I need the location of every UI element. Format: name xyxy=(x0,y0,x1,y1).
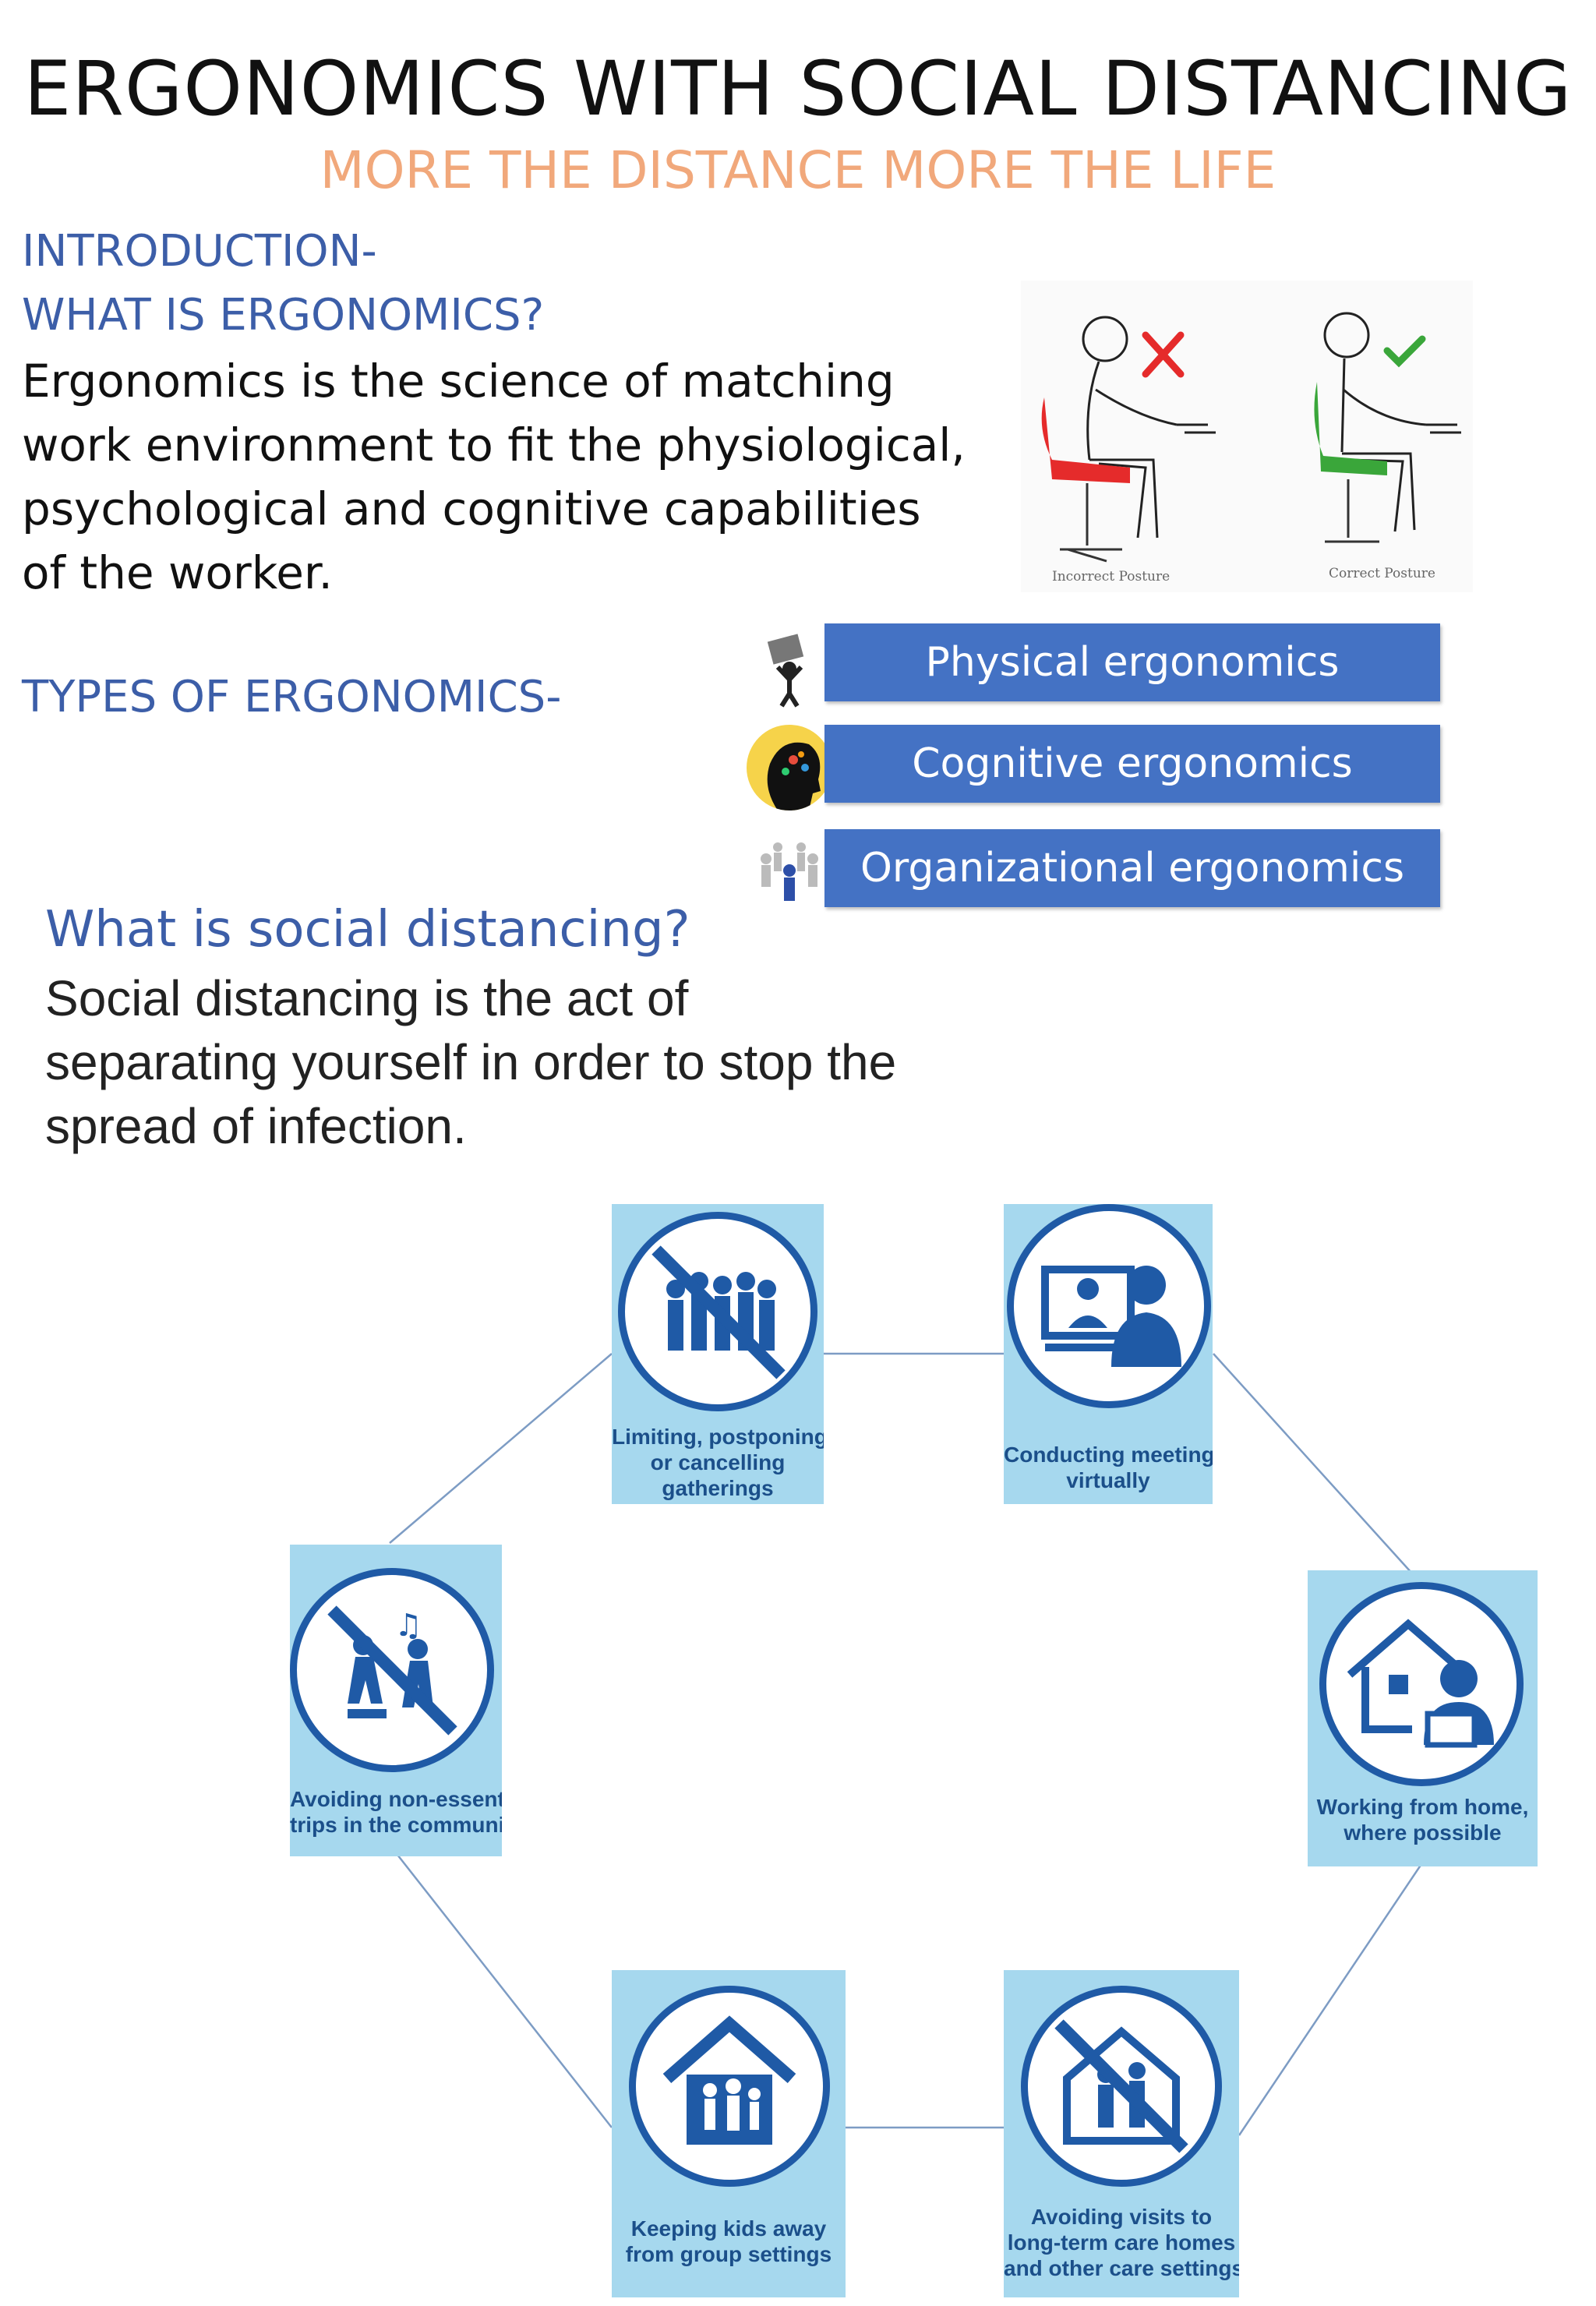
correct-chair xyxy=(1314,382,1387,475)
definition-line: Ergonomics is the science of matching xyxy=(22,355,895,408)
type-physical-ergonomics: Physical ergonomics xyxy=(824,623,1440,701)
social-distancing-measures-diagram: Limiting, postponing or cancelling gathe… xyxy=(140,1192,1582,2306)
social-distancing-definition: Social distancing is the act of separati… xyxy=(45,966,896,1158)
svg-text:♫: ♫ xyxy=(394,1608,422,1644)
social-distancing-heading: What is social distancing? xyxy=(45,901,690,959)
virtual-meeting-icon xyxy=(1007,1204,1211,1408)
definition-line: of the worker. xyxy=(22,546,333,599)
measure-caption: Keeping kids away from group settings xyxy=(625,2216,832,2266)
cognitive-ergonomics-thumbnail xyxy=(747,725,832,810)
incorrect-posture-figure xyxy=(1082,316,1216,539)
measure-caption: Avoiding non-essential trips in the comm… xyxy=(290,1787,502,1837)
measure-tile-virtual-meetings: Conducting meetings virtually xyxy=(1004,1204,1213,1504)
ergonomics-definition: Ergonomics is the science of matching wo… xyxy=(22,349,966,605)
trips-prohibited-icon: ♫ xyxy=(290,1568,494,1772)
social-definition-line: Social distancing is the act of xyxy=(45,970,689,1026)
incorrect-posture-label: Incorrect Posture xyxy=(1052,569,1171,584)
type-organizational-ergonomics: Organizational ergonomics xyxy=(824,829,1440,907)
incorrect-chair xyxy=(1041,397,1130,483)
organizational-ergonomics-thumbnail xyxy=(747,828,832,913)
measure-tile-gatherings: Limiting, postponing or cancelling gathe… xyxy=(612,1204,824,1504)
kids-at-home-icon xyxy=(629,1986,830,2187)
type-cognitive-ergonomics: Cognitive ergonomics xyxy=(824,725,1440,803)
care-home-prohibited-icon xyxy=(1021,1986,1222,2187)
measure-caption: Avoiding visits to long-term care homes … xyxy=(1004,2205,1239,2280)
social-definition-line: separating yourself in order to stop the xyxy=(45,1034,897,1090)
measure-tile-care-homes: Avoiding visits to long-term care homes … xyxy=(1004,1970,1239,2297)
intro-heading: INTRODUCTION- xyxy=(22,226,377,277)
connector-lines xyxy=(389,1352,1429,2136)
posture-illustration: Incorrect Posture Correct Posture xyxy=(1021,281,1473,592)
measure-caption: Limiting, postponing or cancelling gathe… xyxy=(612,1425,824,1500)
correct-mark-icon xyxy=(1383,335,1426,368)
incorrect-mark-icon xyxy=(1142,331,1185,378)
measure-tile-kids: Keeping kids away from group settings xyxy=(612,1970,846,2297)
correct-posture-figure xyxy=(1323,312,1461,532)
definition-line: psychological and cognitive capabilities xyxy=(22,482,921,535)
lifting-person-icon xyxy=(767,634,804,708)
posture-drawing xyxy=(1041,312,1461,563)
crowd-prohibited-icon xyxy=(618,1212,817,1411)
page-title: ERGONOMICS WITH SOCIAL DISTANCING xyxy=(23,45,1573,132)
measure-caption: Working from home, where possible xyxy=(1316,1795,1529,1845)
definition-line: work environment to fit the physiologica… xyxy=(22,418,966,471)
measure-caption: Conducting meetings virtually xyxy=(1004,1443,1213,1492)
physical-ergonomics-thumbnail xyxy=(747,622,832,708)
head-brain-icon xyxy=(747,725,832,810)
types-heading: TYPES OF ERGONOMICS- xyxy=(22,672,562,722)
measure-tile-trips: ♫ Avoiding non-essential trips in the co… xyxy=(290,1545,502,1856)
ergonomics-question-heading: WHAT IS ERGONOMICS? xyxy=(22,290,545,341)
work-from-home-icon xyxy=(1319,1582,1524,1786)
social-definition-line: spread of infection. xyxy=(45,1098,467,1154)
correct-posture-label: Correct Posture xyxy=(1329,566,1435,581)
measure-tile-work-from-home: Working from home, where possible xyxy=(1308,1570,1538,1866)
page-subtitle: MORE THE DISTANCE MORE THE LIFE xyxy=(320,140,1276,200)
organization-people-icon xyxy=(761,842,818,901)
